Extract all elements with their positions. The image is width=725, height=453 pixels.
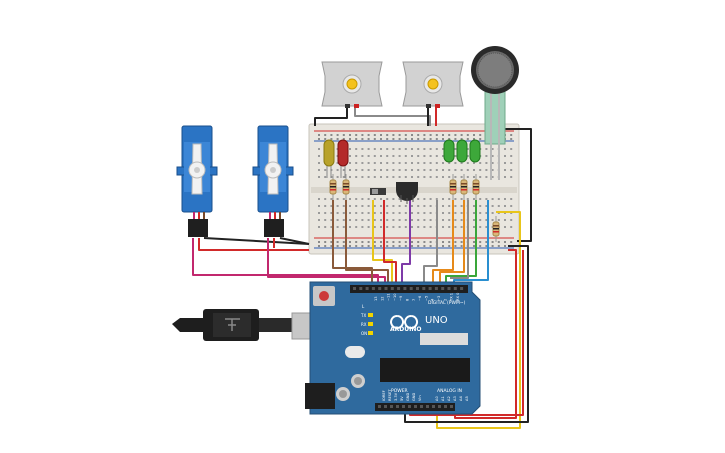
digital-pin-label: ~3 — [437, 296, 441, 301]
digital-pin-label: 7 — [412, 299, 416, 301]
on-label: ON — [361, 331, 367, 336]
arduino-model: UNO — [425, 315, 448, 326]
resistor-3 — [449, 174, 457, 200]
tx-label: TX — [360, 313, 366, 318]
analog-pin-label: A1 — [441, 396, 445, 401]
wire-black-right — [404, 245, 529, 423]
wire-purple — [401, 195, 411, 290]
power-pin-label: GND — [412, 393, 416, 401]
force-sensor — [471, 46, 519, 180]
wire-servo1-black — [203, 237, 310, 245]
arduino-uno: ARDUINO UNO DIGITAL (PWM~) POWER ANALOG … — [305, 281, 481, 415]
wire-gray-bb — [423, 200, 438, 290]
wire-brown-2 — [345, 200, 389, 290]
led-green-2 — [456, 139, 468, 163]
analog-pin-label: A5 — [465, 396, 469, 401]
digital-pin-label: ~11 — [387, 293, 391, 301]
power-pin-label: RESET — [388, 389, 392, 401]
led-green-3 — [469, 139, 481, 163]
servo-icon — [252, 125, 294, 237]
digital-pin-label: TX 1 — [450, 293, 454, 302]
slide-switch-icon — [370, 188, 386, 195]
leds — [323, 139, 481, 178]
digital-label: DIGITAL (PWM~) — [428, 300, 466, 306]
digital-pin-label: 13 — [374, 296, 378, 301]
digital-pin-label: ~10 — [393, 293, 397, 301]
wire-gray-sensor — [450, 200, 469, 279]
digital-pin-label: RX 0 — [456, 292, 460, 301]
digital-pin-label: 12 — [380, 296, 384, 301]
usb-cable — [172, 309, 333, 341]
servo-2 — [252, 125, 294, 237]
analog-pin-label: A3 — [453, 396, 457, 401]
resistor-1 — [329, 174, 337, 200]
transistor — [396, 182, 418, 204]
bottom-header-pins — [378, 405, 453, 408]
transistor-icon — [396, 182, 418, 204]
servo-1 — [176, 125, 218, 237]
wire-brown-1 — [332, 200, 373, 290]
wire-servo2-black — [279, 237, 310, 245]
digital-header-pins — [353, 287, 464, 290]
force-sensor-icon — [471, 46, 519, 180]
resistor-2 — [342, 174, 350, 200]
power-pin-label: GND — [406, 393, 410, 401]
motor-icon — [321, 61, 383, 108]
motor-icon — [402, 61, 464, 108]
arduino-brand: ARDUINO — [390, 326, 421, 333]
resistors — [329, 174, 500, 242]
wire-yellow-switch — [372, 200, 393, 290]
rx-label: RX — [361, 322, 367, 327]
led-red — [337, 139, 349, 178]
resistor-6 — [492, 216, 500, 242]
analog-label: ANALOG IN — [437, 388, 462, 394]
dc-motor-1 — [321, 61, 383, 108]
slide-switch — [370, 188, 386, 195]
analog-pin-label: A2 — [447, 396, 451, 401]
l-label: L — [362, 304, 365, 309]
wire-orange-2 — [439, 200, 465, 290]
dc-motor-2 — [402, 61, 464, 108]
power-pin-label: IOREF — [382, 390, 386, 401]
wire-servo1-red — [198, 238, 309, 251]
power-pin-label: 5V — [400, 396, 404, 401]
analog-pin-label: A4 — [459, 396, 463, 401]
digital-pin-label: ~6 — [418, 295, 422, 301]
usb-plug-icon — [172, 309, 333, 341]
digital-pin-label: 2 — [443, 299, 447, 301]
power-pin-label: 3.3V — [394, 392, 398, 401]
led-green-1 — [443, 139, 455, 163]
digital-pin-label: 8 — [406, 298, 410, 301]
power-label: POWER — [391, 388, 408, 394]
resistor-4 — [460, 174, 468, 200]
led-yellow — [323, 139, 335, 178]
wire-yellow-right — [436, 211, 521, 429]
wire-rail-black-right — [503, 128, 532, 242]
digital-pin-label: ~5 — [424, 296, 428, 301]
wire-orange-1 — [432, 200, 454, 290]
analog-pin-label: A0 — [435, 396, 439, 401]
resistor-5 — [472, 174, 480, 200]
wire-motor1-black — [314, 104, 348, 126]
digital-pin-label: ~9 — [399, 295, 403, 301]
power-pin-label: Vin — [418, 395, 422, 401]
wire-red-switch — [383, 200, 397, 290]
wire-motor1-gray — [354, 104, 431, 126]
servo-icon — [176, 125, 218, 237]
digital-pin-label: 4 — [431, 298, 435, 301]
